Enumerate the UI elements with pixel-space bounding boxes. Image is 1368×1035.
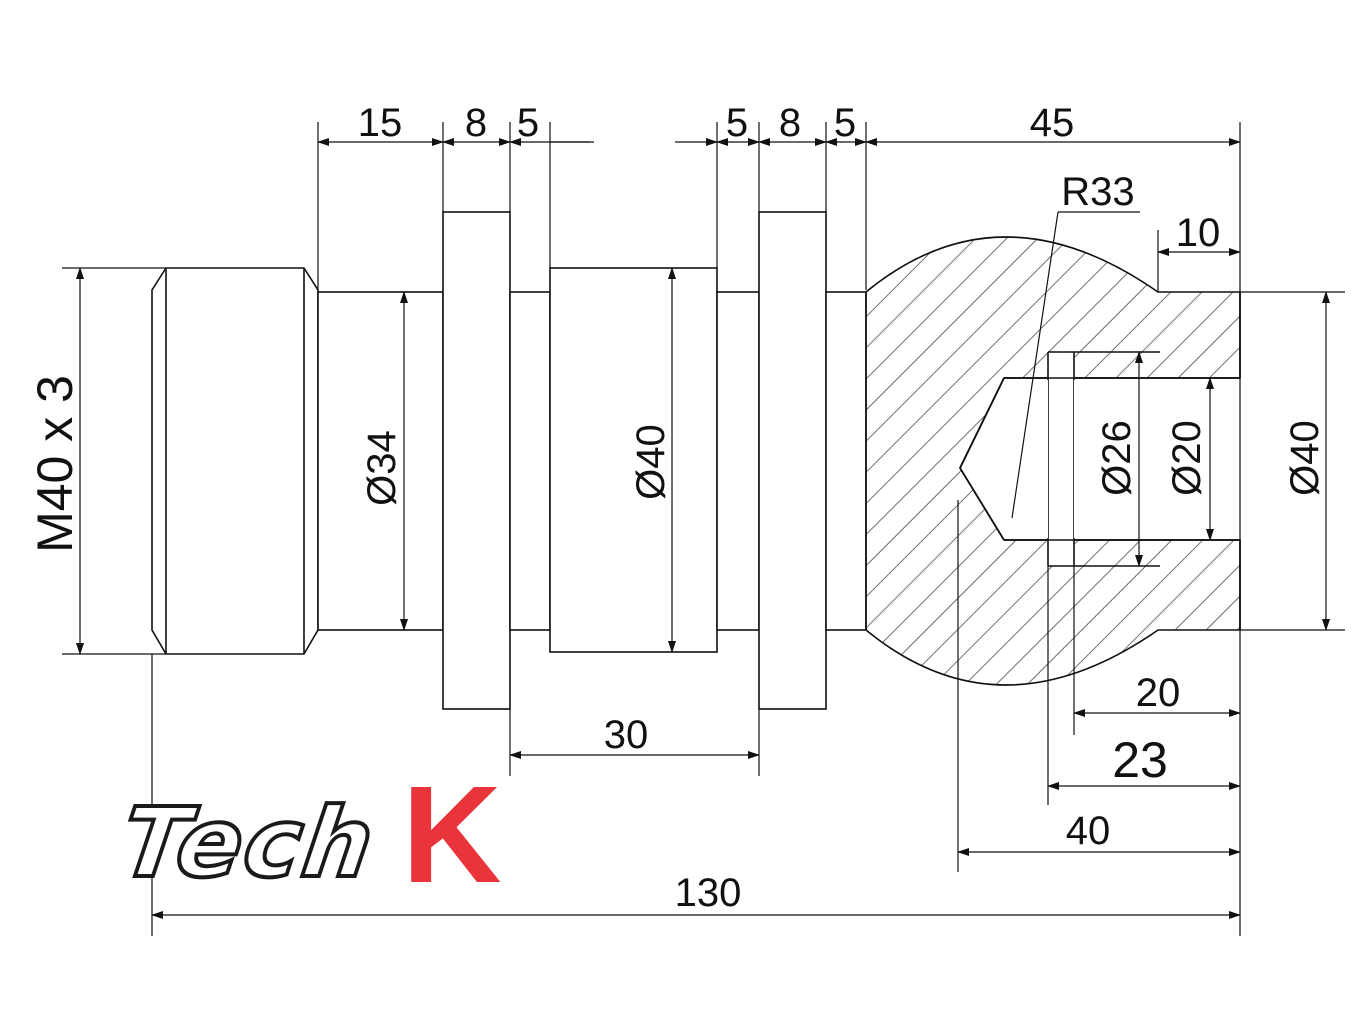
part-outline — [151, 211, 867, 710]
dim-15: 15 — [358, 101, 403, 145]
dim-30: 30 — [604, 713, 649, 757]
dim-8-right: 8 — [779, 101, 801, 145]
thread-label: M40 x 3 — [27, 375, 83, 553]
extension-lines — [62, 122, 1345, 936]
dimension-lines — [76, 138, 1330, 919]
techk-logo: Tech K — [113, 758, 502, 912]
dia-40-mid: Ø40 — [629, 424, 673, 500]
dimension-labels: 15 8 5 5 8 5 45 R33 10 M40 x 3 Ø34 Ø40 Ø… — [27, 101, 1327, 915]
dia-20: Ø20 — [1165, 420, 1209, 496]
dim-20: 20 — [1136, 671, 1181, 715]
dim-130: 130 — [675, 871, 742, 915]
section-hatched — [865, 236, 1241, 686]
dim-45: 45 — [1030, 101, 1075, 145]
dim-5-mid: 5 — [726, 101, 748, 145]
dia-26: Ø26 — [1095, 420, 1139, 496]
dim-5-right: 5 — [834, 101, 856, 145]
logo-word: Tech — [115, 786, 382, 898]
dim-5-left: 5 — [517, 101, 539, 145]
dim-10: 10 — [1176, 211, 1221, 255]
dia-34: Ø34 — [360, 430, 404, 506]
dim-8-left: 8 — [465, 101, 487, 145]
dia-40-right: Ø40 — [1283, 420, 1327, 496]
radius-r33: R33 — [1061, 170, 1134, 214]
logo-letter-k: K — [402, 758, 502, 912]
dim-40-bottom: 40 — [1066, 809, 1111, 853]
dim-23: 23 — [1112, 732, 1168, 788]
